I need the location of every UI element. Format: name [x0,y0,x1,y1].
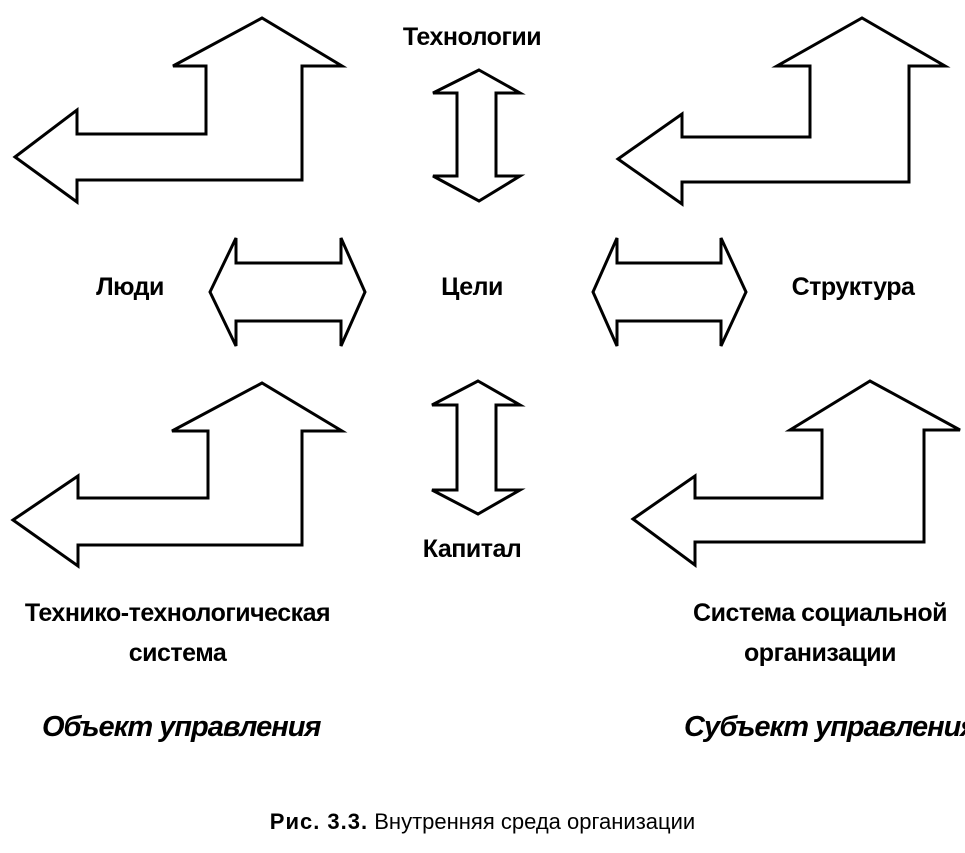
double-arrow-horizontal-right [591,237,748,347]
bent-arrow-top-left [12,16,348,205]
label-goals: Цели [441,273,503,301]
label-management-subject: Субъект управления [684,711,965,743]
double-arrow-vertical-top [432,68,526,203]
figure-caption: Рис. 3.3. Внутренняя среда организации [0,808,965,836]
bent-arrow-bottom-left [10,381,348,569]
label-social-system: Система социальной организации [693,599,947,667]
figure-number: Рис. 3.3. [269,809,369,834]
label-management-object: Объект управления [42,711,322,743]
label-structure: Структура [791,273,915,301]
double-arrow-horizontal-left [208,237,367,347]
label-capital: Капитал [422,535,522,563]
label-technologies: Технологии [402,23,542,51]
figure-title: Внутренняя среда организации [374,809,696,834]
bent-arrow-top-right [615,16,951,207]
double-arrow-vertical-bottom [431,379,526,516]
bent-arrow-bottom-right [630,379,961,568]
label-technical-system: Технико-технологическая система [24,599,331,667]
label-people: Люди [96,273,164,301]
